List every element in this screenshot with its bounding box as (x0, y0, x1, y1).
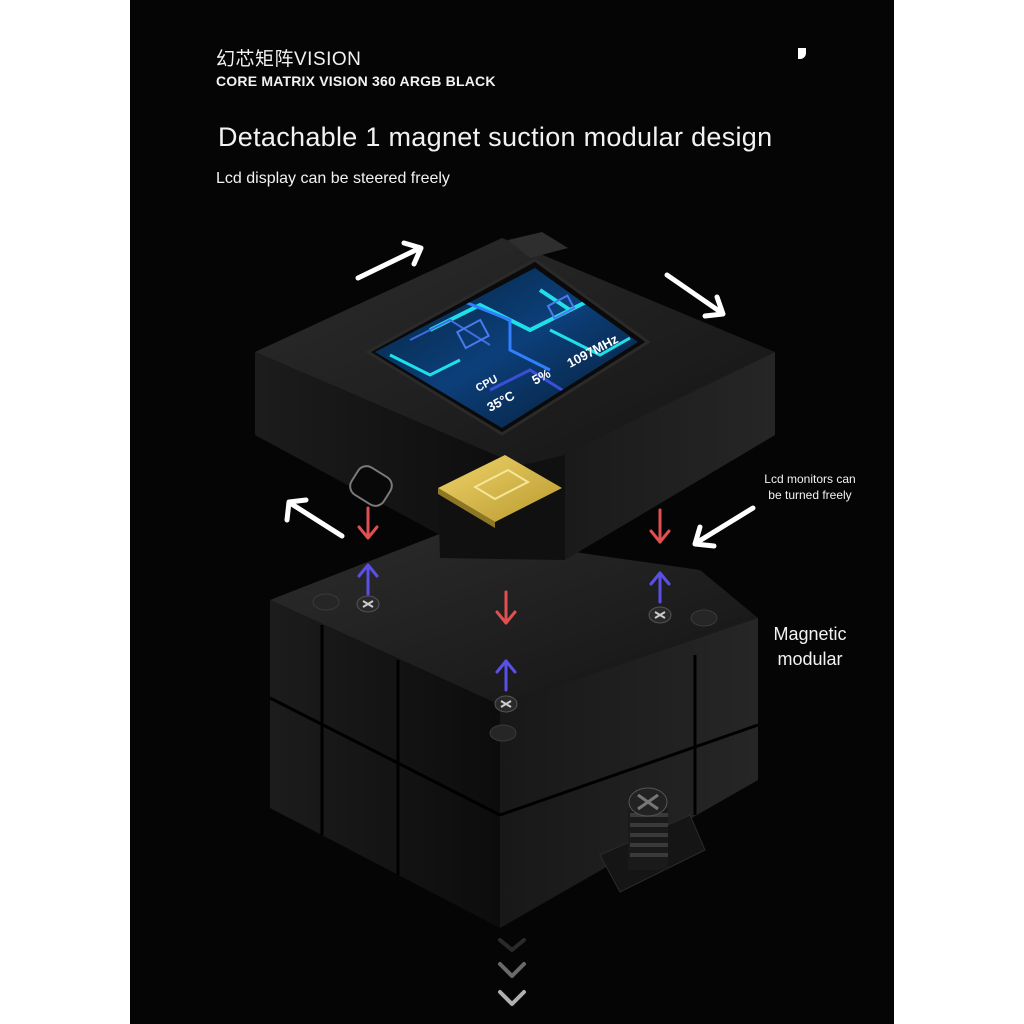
product-illustration: CPU 35°C 5% 1097MHz (255, 232, 775, 1006)
magnet-dot (690, 609, 718, 627)
magnet-down-arrow-icon (357, 506, 379, 540)
lcd-module-right-face (530, 352, 775, 560)
magnetic-label: Magnetic modular (773, 624, 847, 669)
base-top-face (270, 533, 758, 705)
headline: Detachable 1 magnet suction modular desi… (218, 122, 773, 152)
magnet-up-arrow-icon (357, 563, 379, 596)
magnet-dot (489, 724, 517, 742)
rotate-arrow-icon (355, 240, 424, 281)
magnet-up-arrow-icon (495, 659, 517, 692)
base-module (269, 533, 759, 928)
rotate-arrow-icon (664, 272, 726, 319)
magnet-dot (312, 593, 340, 611)
subheadline: Lcd display can be steered freely (216, 170, 450, 187)
scroll-down-chevron-icon (498, 938, 526, 952)
rotate-arrow-icon (692, 505, 756, 549)
mounting-bracket (599, 787, 706, 893)
screw-icon (494, 695, 518, 713)
product-title-cn: 幻芯矩阵VISION (216, 49, 362, 70)
lcd-screen: CPU 35°C 5% 1097MHz (365, 258, 651, 436)
scroll-down-chevron-icon (498, 990, 526, 1006)
screw-icon (648, 606, 672, 624)
product-model-name: CORE MATRIX VISION 360 ARGB BLACK (216, 73, 496, 89)
product-poster: 幻芯矩阵VISION CORE MATRIX VISION 360 ARGB B… (130, 0, 894, 1024)
magnet-up-arrow-icon (649, 571, 671, 604)
scroll-down-chevron-icon (498, 962, 526, 978)
rotate-arrow-icon (284, 497, 345, 539)
rotate-note: Lcd monitors can be turned freely (764, 472, 856, 502)
corner-mark (798, 48, 806, 59)
magnet-down-arrow-icon (495, 590, 517, 625)
magnet-down-arrow-icon (649, 508, 671, 544)
base-left-face (270, 600, 500, 928)
gold-logo-button (438, 455, 562, 528)
usb-c-port-icon (349, 465, 393, 507)
screw-icon (356, 595, 380, 613)
